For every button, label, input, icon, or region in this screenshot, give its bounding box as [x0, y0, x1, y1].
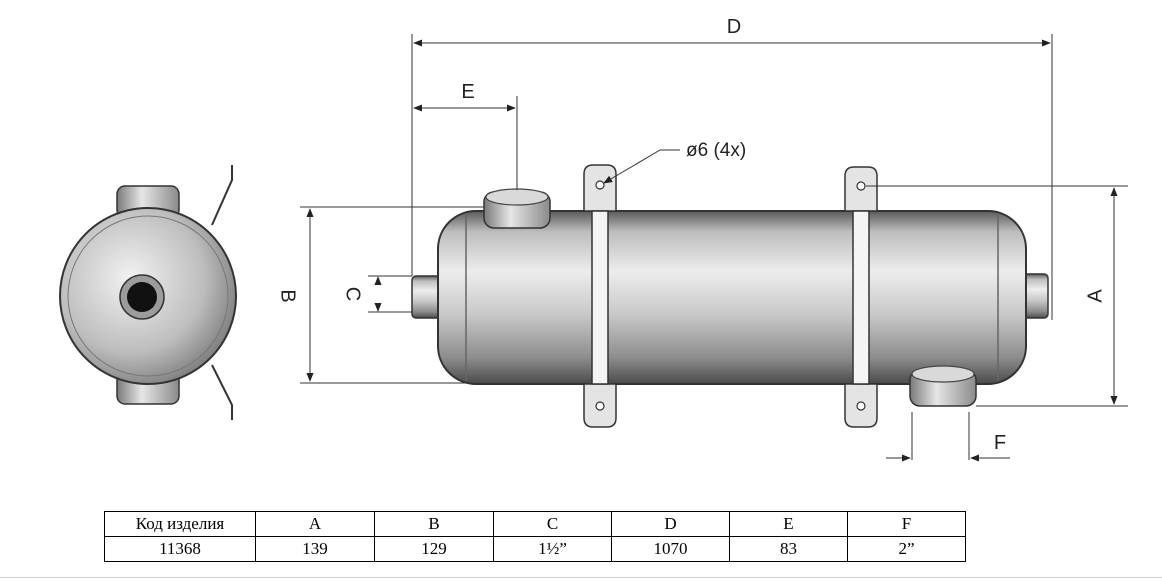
dim-label-b: B — [277, 289, 299, 302]
heat-exchanger-body — [411, 164, 1049, 428]
dim-label-e: E — [461, 81, 474, 103]
end-view — [59, 165, 237, 420]
dim-label-c: C — [342, 287, 364, 301]
header-c: C — [493, 511, 612, 537]
value-d: 1070 — [611, 536, 730, 562]
dim-label-a: A — [1084, 289, 1106, 303]
table-header-row: Код изделия A B C D E F — [104, 511, 966, 537]
header-e: E — [729, 511, 848, 537]
divider — [0, 577, 1162, 578]
table-row: 11368 139 129 1½” 1070 83 2” — [104, 536, 966, 562]
spec-table: Код изделия A B C D E F 11368 139 129 1½… — [104, 511, 966, 562]
value-c: 1½” — [493, 536, 612, 562]
value-b: 129 — [374, 536, 494, 562]
dim-label-d: D — [727, 16, 741, 38]
header-d: D — [611, 511, 730, 537]
hole-note: ø6 (4x) — [686, 140, 746, 161]
value-f: 2” — [847, 536, 966, 562]
header-b: B — [374, 511, 494, 537]
dimension-text: D E B C A F ø6 (4x) — [277, 16, 1107, 454]
value-a: 139 — [255, 536, 375, 562]
value-product-code: 11368 — [104, 536, 256, 562]
heat-exchanger-drawing: D E B C A F ø6 (4x) — [59, 16, 1128, 462]
dim-label-f: F — [994, 432, 1006, 454]
header-a: A — [255, 511, 375, 537]
value-e: 83 — [729, 536, 848, 562]
dimension-lines — [300, 34, 1128, 462]
header-product-code: Код изделия — [104, 511, 256, 537]
header-f: F — [847, 511, 966, 537]
